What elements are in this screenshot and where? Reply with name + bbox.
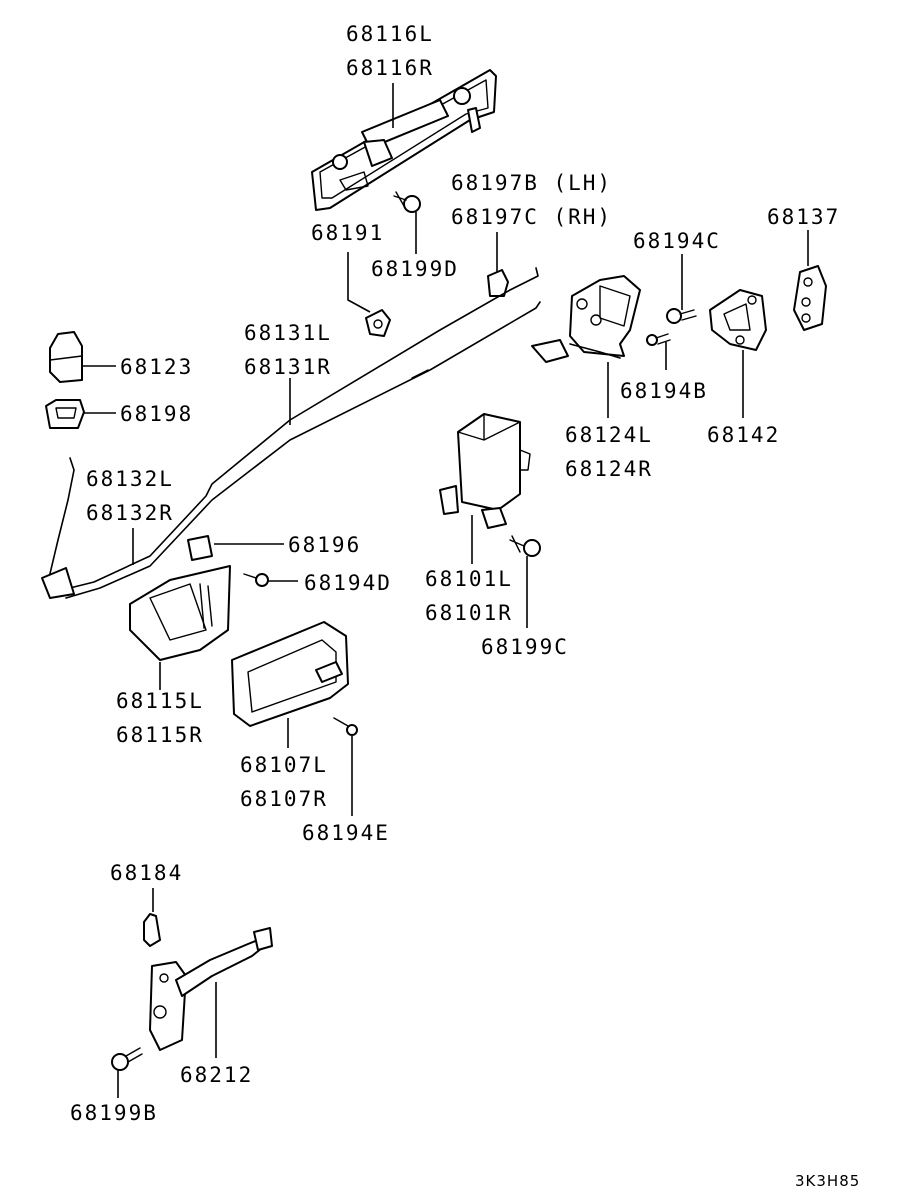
label-68196: 68196 <box>288 533 361 557</box>
label-68124r: 68124R <box>565 457 653 481</box>
label-68199b: 68199B <box>70 1101 158 1125</box>
label-68199c: 68199C <box>481 635 569 659</box>
label-68101r: 68101R <box>425 601 513 625</box>
label-68115l: 68115L <box>116 689 204 713</box>
label-68198: 68198 <box>120 402 193 426</box>
diagram-code: 3K3H85 <box>795 1172 860 1187</box>
screw-68194e-drawing <box>333 717 358 736</box>
rod-clip-68197-drawing <box>487 269 509 297</box>
label-68107l: 68107L <box>240 753 328 777</box>
label-68184: 68184 <box>110 861 183 885</box>
label-68107r: 68107R <box>240 787 328 811</box>
label-68101l: 68101L <box>425 567 513 591</box>
label-68123: 68123 <box>120 355 193 379</box>
label-68199d: 68199D <box>371 257 459 281</box>
plate-68137-drawing <box>793 265 827 331</box>
bolt-68184-drawing <box>143 913 161 947</box>
lock-knob-68123-drawing <box>49 331 83 383</box>
screw-68194d-drawing <box>243 573 269 587</box>
screw-68199d-drawing <box>393 191 421 213</box>
label-68191: 68191 <box>311 221 384 245</box>
inside-handle-68115-drawing <box>129 565 231 661</box>
bolt-68199b-drawing <box>111 1047 143 1071</box>
label-68194b: 68194B <box>620 379 708 403</box>
clip-68196-drawing <box>187 535 213 561</box>
screw-68199c-drawing <box>509 535 541 557</box>
screw-68194b-drawing <box>646 333 671 346</box>
label-68194c: 68194C <box>633 229 721 253</box>
rod-clip-68191-drawing <box>365 309 391 337</box>
label-68132l: 68132L <box>86 467 174 491</box>
label-68194d: 68194D <box>304 571 392 595</box>
label-68137: 68137 <box>767 205 840 229</box>
linkage-rods-drawing <box>41 267 541 599</box>
label-68131l: 68131L <box>244 321 332 345</box>
label-68116r: 68116R <box>346 56 434 80</box>
label-68194e: 68194E <box>302 821 390 845</box>
inside-handle-bezel-68107-drawing <box>231 621 349 727</box>
bushing-68198-drawing <box>45 399 85 429</box>
label-68142: 68142 <box>707 423 780 447</box>
label-68115r: 68115R <box>116 723 204 747</box>
striker-68142-drawing <box>709 289 767 351</box>
door-checker-68212-drawing <box>149 927 273 1051</box>
outside-handle-drawing <box>311 69 497 211</box>
label-68132r: 68132R <box>86 501 174 525</box>
label-68212: 68212 <box>180 1063 253 1087</box>
door-latch-drawing <box>531 275 641 363</box>
label-68124l: 68124L <box>565 423 653 447</box>
screw-68194c-drawing <box>666 308 697 324</box>
label-68197c: 68197C (RH) <box>451 205 612 229</box>
label-68116l: 68116L <box>346 22 434 46</box>
label-68131r: 68131R <box>244 355 332 379</box>
lock-actuator-68101-drawing <box>439 413 531 529</box>
label-68197b: 68197B (LH) <box>451 171 612 195</box>
